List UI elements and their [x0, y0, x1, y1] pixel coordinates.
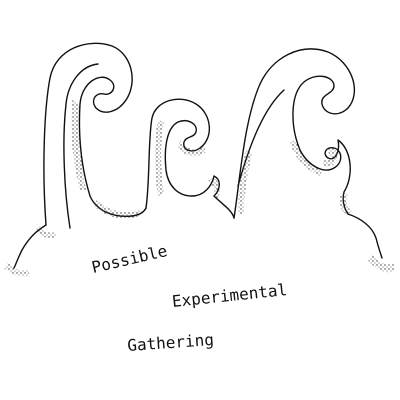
third-curl-inner	[237, 89, 285, 187]
first-curl-outline	[43, 42, 147, 226]
third-curl-outline	[233, 48, 356, 219]
first-curl-inner	[63, 63, 99, 229]
right-leg-stroke	[347, 213, 383, 259]
stipple-shading	[4, 100, 394, 277]
second-curl-outline	[145, 98, 235, 219]
